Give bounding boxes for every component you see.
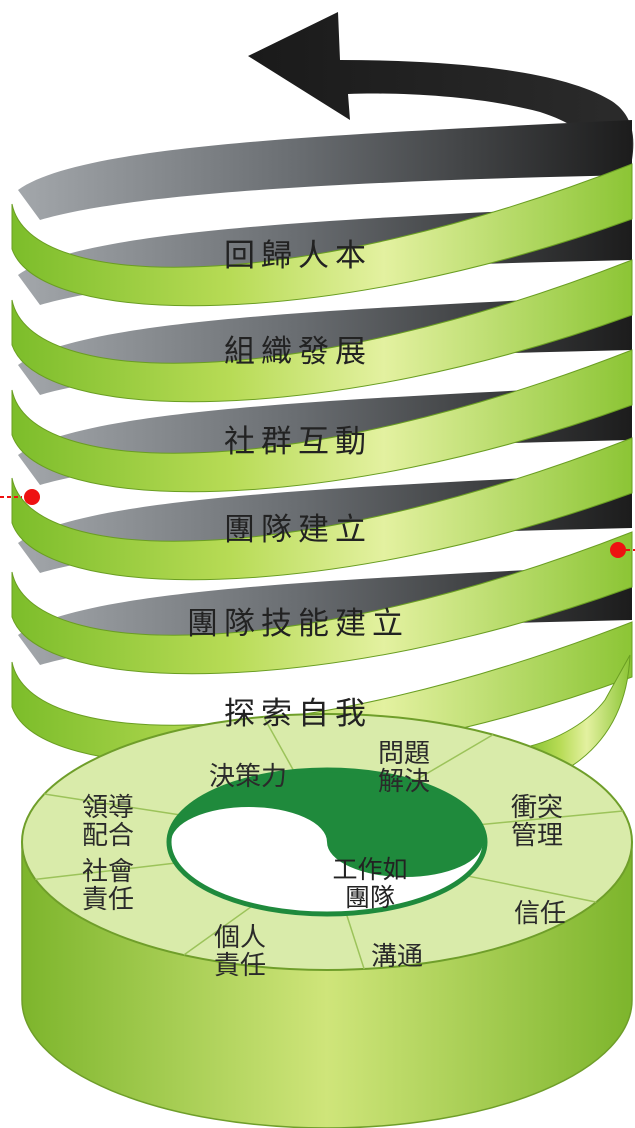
base-segment-label: 責任	[214, 951, 266, 981]
coil-front-band	[11, 531, 633, 675]
coil-front-band	[11, 163, 633, 307]
base-disk	[21, 713, 633, 1128]
sector-divider	[412, 734, 494, 783]
sector-divider	[44, 793, 181, 816]
coil-front-band	[11, 437, 633, 581]
direction-arrow-icon	[248, 12, 634, 175]
center-dark-line1: 領導者	[227, 819, 290, 843]
spiral-level-label: 社群互動	[224, 424, 372, 460]
spiral-level-label: 團隊技能建立	[187, 606, 409, 642]
base-segment-label: 決策力	[209, 762, 287, 792]
sector-divider	[480, 810, 624, 826]
left-marker	[0, 489, 40, 505]
sector-divider	[466, 875, 597, 903]
base-segment-label: 問題	[378, 739, 430, 769]
center-light-line1: 工作如	[332, 855, 407, 884]
spiral-level-label: 團隊建立	[224, 512, 372, 548]
base-segment-label: 管理	[511, 821, 563, 851]
base-segment-label: 配合	[82, 821, 134, 851]
base-segment-label: 溝通	[371, 942, 423, 972]
coil-back-strip	[18, 120, 632, 220]
sector-divider	[183, 904, 254, 956]
base-segment-label: 信任	[514, 899, 566, 929]
base-segment-label: 領導	[82, 793, 134, 823]
coil-front-bands	[11, 163, 633, 765]
right-marker	[610, 542, 635, 558]
spiral-level-label: 回歸人本	[224, 238, 372, 274]
yin-yang-center	[166, 767, 488, 917]
sector-divider	[35, 862, 176, 881]
base-segment-label: 社會	[82, 857, 134, 887]
sector-divider	[345, 913, 365, 970]
center-light-line2: 團隊	[345, 883, 395, 912]
coil-front-band	[11, 259, 633, 403]
sector-divider	[262, 716, 295, 772]
base-segment-label: 個人	[214, 923, 266, 953]
base-segment-label: 責任	[82, 885, 134, 915]
base-segment-label: 衝突	[511, 793, 563, 823]
center-dark-line2: 思考	[237, 843, 279, 867]
spiral-level-label: 探索自我	[224, 696, 372, 732]
coil-front-band	[11, 349, 633, 493]
spiral-level-label: 組織發展	[224, 334, 372, 370]
base-segment-label: 解決	[378, 767, 430, 797]
